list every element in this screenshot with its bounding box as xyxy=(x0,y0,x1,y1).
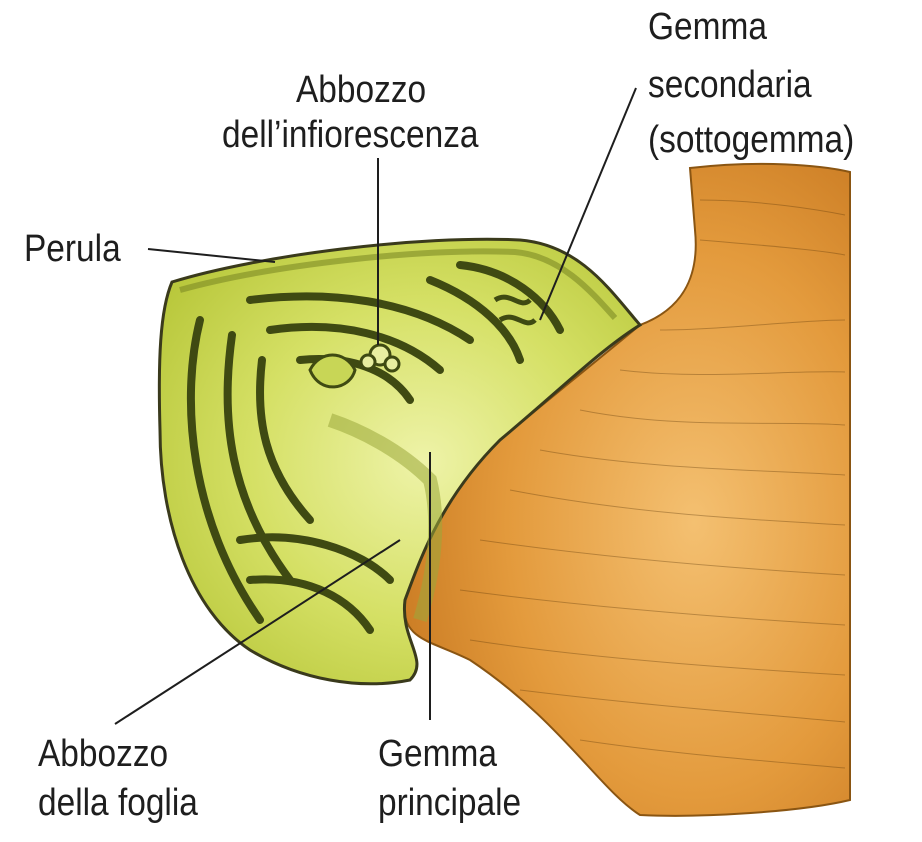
label-gemma-principale-line1: Gemma xyxy=(378,732,497,776)
label-abbozzo-infiorescenza-line1: Abbozzo xyxy=(296,68,426,112)
label-gemma-principale-line2: principale xyxy=(378,781,521,825)
label-abbozzo-infiorescenza-line2: dell’infiorescenza xyxy=(222,113,479,157)
leader-perula xyxy=(148,249,275,262)
label-gemma-secondaria-line3: (sottogemma) xyxy=(648,118,854,162)
label-gemma-secondaria-line2: secondaria xyxy=(648,63,812,107)
label-abbozzo-foglia-line1: Abbozzo xyxy=(38,732,168,776)
label-gemma-secondaria-line1: Gemma xyxy=(648,5,767,49)
label-perula: Perula xyxy=(24,227,121,271)
label-abbozzo-foglia-line2: della foglia xyxy=(38,781,198,825)
